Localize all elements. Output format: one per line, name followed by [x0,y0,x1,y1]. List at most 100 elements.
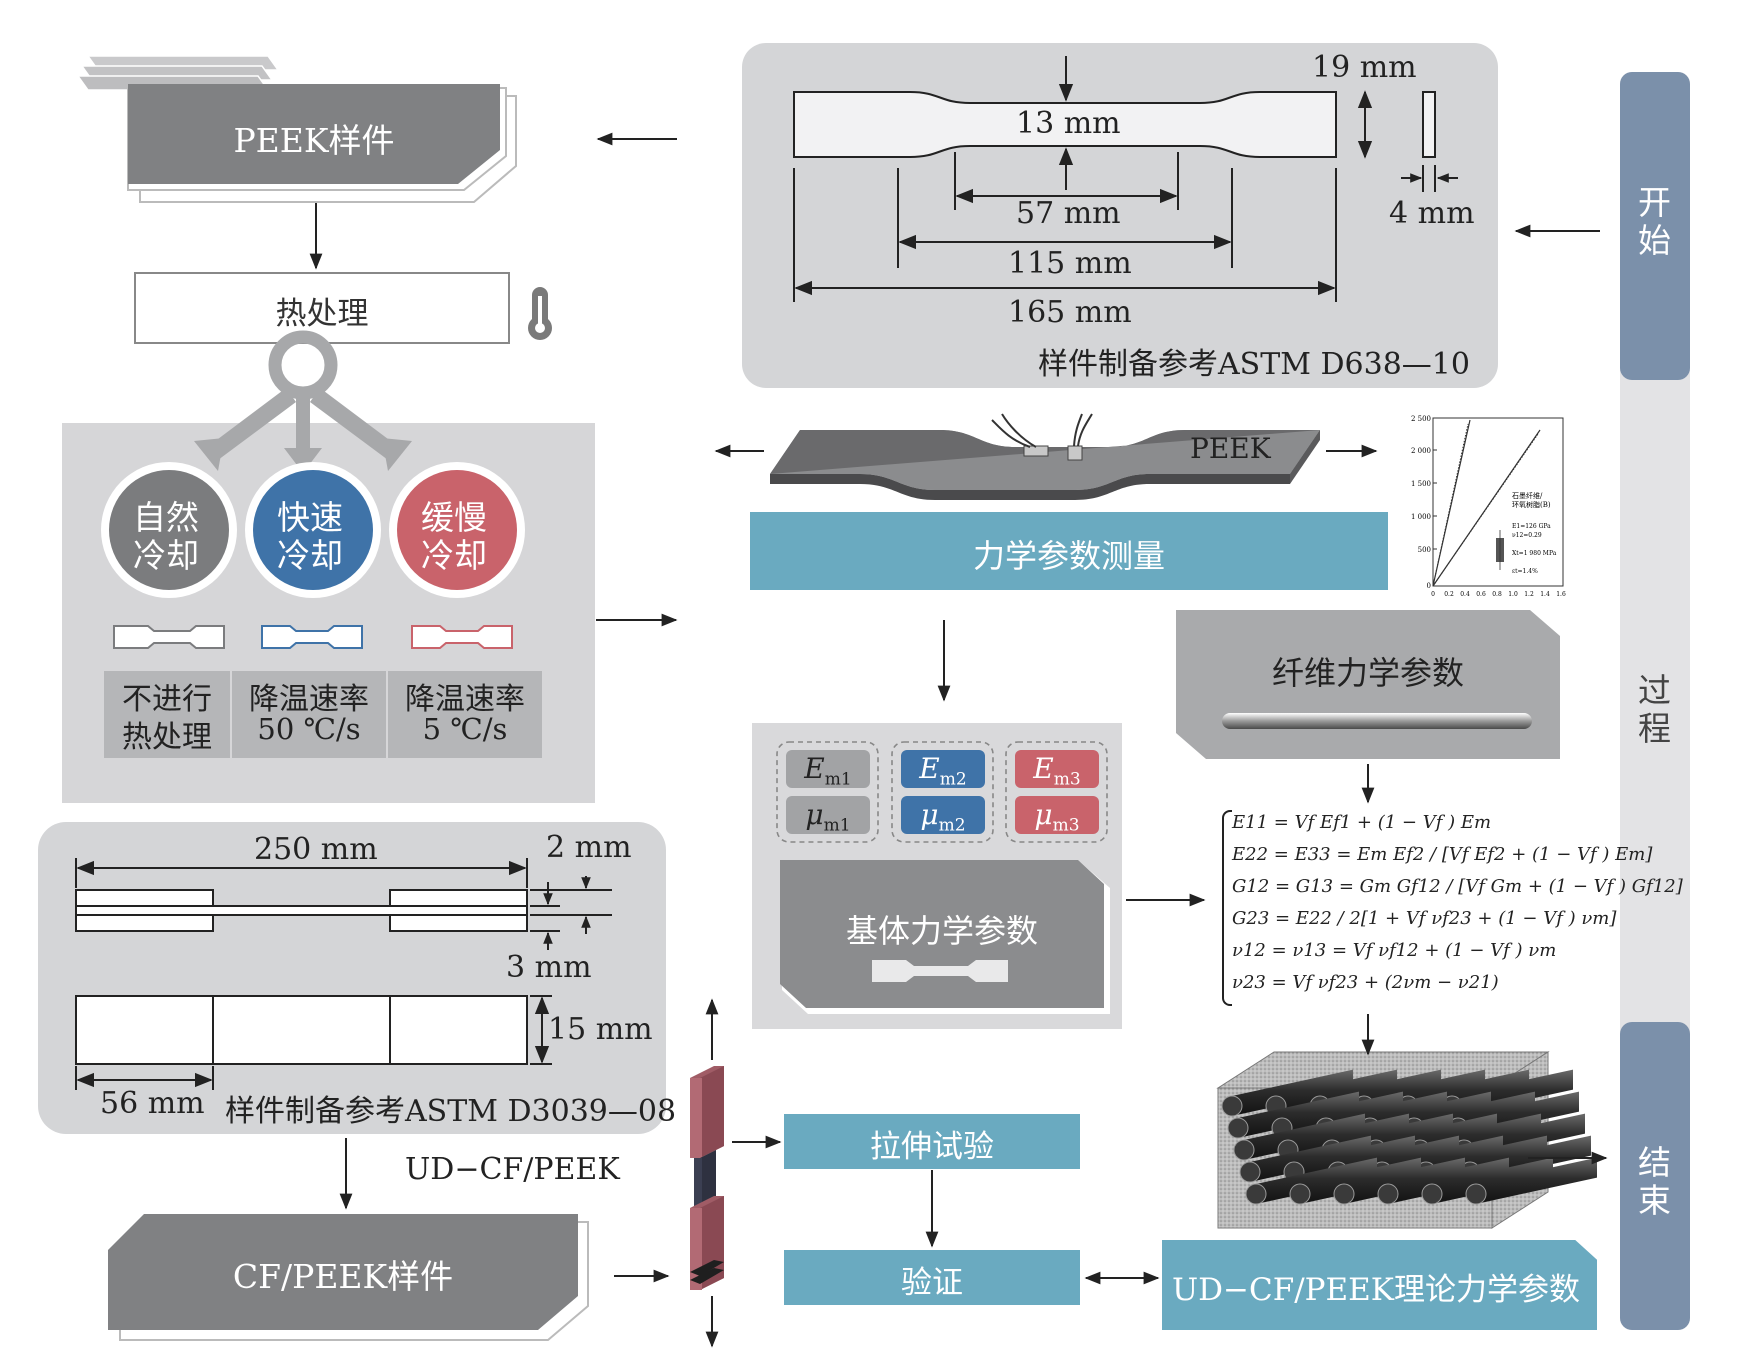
cooling-fast-desc2: 50 ℃/s [257,712,361,746]
inset-x-tick-3: 0.6 [1476,591,1486,598]
cooling-desc-box-natural [104,671,230,758]
branch-hub-icon [194,330,412,473]
equation-4: G23 = E22 / 2[1 + Vf νf23 + (1 − Vf ) νm… [1232,908,1617,929]
dim-tab-2mm: 2 mm [546,830,632,865]
chip-mu-m3-sub: m3 [1052,815,1080,836]
matrix-params-block-fill [780,860,1104,1008]
cf-peek-specimen-label: CF/PEEK样件 [232,1257,454,1296]
cooling-circle-fast [245,462,381,598]
ud-cf-peek-label: UD−CF/PEEK [405,1152,620,1187]
dim-width-15mm: 15 mm [548,1012,653,1047]
peek-3d-specimen [770,413,1320,500]
fiber-end [1233,1139,1255,1161]
d638-standard-label: 样件制备参考ASTM D638—10 [1038,347,1470,382]
dim-fillet-span: 115 mm [1008,246,1132,281]
equation-2: E22 = E33 = Em Ef2 / [Vf Ef2 + (1 − Vf )… [1232,844,1653,865]
fiber-end [1421,1183,1443,1205]
fiber-end [1245,1183,1267,1205]
sidebar-process-char1: 过 [1638,671,1671,710]
inset-x-tick-8: 1.6 [1556,591,1566,598]
inset-legend-4: Xt=1 980 MPa [1512,550,1557,557]
composite-fibers [1221,1069,1597,1205]
cooling-fast-line1: 快速 [277,498,343,537]
cooling-circle-natural [101,462,237,598]
dim-total-length: 165 mm [1008,295,1132,330]
result-box [1162,1240,1597,1330]
tensile-test-label: 拉伸试验 [870,1129,994,1165]
heat-treatment-box [134,272,510,344]
peek-3d-label: PEEK [1190,432,1271,465]
inset-x-tick-0: 0 [1431,591,1435,598]
inset-legend-2: E1=126 GPa [1512,523,1551,530]
sidebar-process-char2: 程 [1638,709,1671,748]
fiber-end [1289,1183,1311,1205]
heat-treatment-label: 热处理 [275,296,369,332]
inset-legend-0: 石墨纤维/ [1512,491,1543,500]
d3039-drawing [75,889,528,1065]
cooling-fast-desc1: 降温速率 [249,682,369,717]
inset-legend-5: εt=1.4% [1512,568,1538,575]
dim-thickness-3mm: 3 mm [506,950,592,985]
equation-1: E11 = Vf Ef1 + (1 − Vf ) Em [1232,812,1492,833]
fiber-rod-icon [1222,713,1532,729]
peek-specimen-label: PEEK样件 [233,121,395,160]
thermometer-icon [528,287,552,340]
chip-e-m2-sub: m2 [939,769,967,790]
tensile-test-box [784,1114,1080,1169]
chip-e-m3-sub: m3 [1053,769,1081,790]
cooling-natural-desc2: 热处理 [122,720,212,755]
stress-strain-inset-chart [1432,417,1564,587]
matrix-params-label: 基体力学参数 [845,912,1038,950]
dim-thickness: 4 mm [1389,196,1475,231]
chip-e-m1-sub: m1 [824,769,852,790]
sidebar-end-char1: 结 [1638,1143,1671,1182]
chip-e-m2: Em2 [919,752,967,790]
inset-x-tick-4: 0.8 [1492,591,1502,598]
dogbone-natural-icon [113,625,225,649]
dogbone-slow-icon [411,625,513,649]
cooling-desc-box-slow [388,671,542,758]
dim-length-250: 250 mm [254,832,378,867]
inset-y-tick-3: 1 000 [1411,513,1431,521]
cooling-circle-slow [389,462,525,598]
d3039-standard-label: 样件制备参考ASTM D3039—08 [225,1094,677,1129]
chip-e-m1: Em1 [804,752,852,790]
d638-drawing [793,56,1458,302]
verify-label: 验证 [901,1265,963,1301]
cooling-slow-desc1: 降温速率 [405,682,525,717]
inset-x-tick-2: 0.4 [1460,591,1470,598]
fiber-params-label: 纤维力学参数 [1271,654,1464,692]
inset-y-tick-1: 2 000 [1411,447,1431,455]
cooling-natural-desc1: 不进行 [122,682,212,717]
chip-mu-m2-sub: m2 [938,815,966,836]
chip-mu-m1-sub: m1 [823,815,851,836]
dim-gauge-width: 13 mm [1016,106,1121,141]
cooling-slow-line2: 冷却 [421,536,487,575]
cooling-natural-line2: 冷却 [133,536,199,575]
sidebar-start-char2: 始 [1638,221,1671,260]
fiber-cylinder [1476,1157,1597,1204]
measurement-box [750,512,1388,590]
tensile-specimen-3d [690,1066,724,1290]
dim-tab-56mm: 56 mm [100,1086,205,1121]
d3039-dimensions [75,858,612,1090]
fiber-end [1227,1117,1249,1139]
cooling-slow-line1: 缓慢 [421,498,487,537]
cooling-slow-desc2: 5 ℃/s [422,712,508,746]
equation-3: G12 = G13 = Gm Gf12 / [Vf Gm + (1 − Vf )… [1232,876,1683,897]
dim-gauge-length: 57 mm [1016,196,1121,231]
fiber-end [1465,1183,1487,1205]
chip-e-m3: Em3 [1033,752,1081,790]
cooling-desc-box-fast [232,671,386,758]
inset-x-tick-7: 1.4 [1540,591,1550,598]
fiber-end [1239,1161,1261,1183]
equations-brace [1222,810,1232,1006]
sidebar-start [1620,72,1690,380]
inset-legend-3: ν12=0.29 [1512,532,1542,539]
inset-x-tick-1: 0.2 [1444,591,1454,598]
dogbone-fast-icon [261,625,363,649]
dim-grip-width: 19 mm [1312,50,1417,85]
fiber-end [1377,1183,1399,1205]
verify-box [784,1250,1080,1305]
